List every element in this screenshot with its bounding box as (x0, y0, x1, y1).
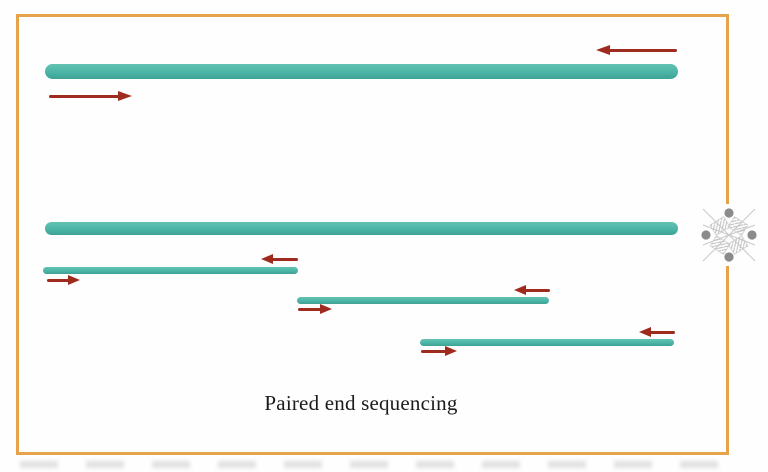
cluster-crystal-icon (700, 204, 758, 266)
arrow-shaft (421, 349, 448, 353)
forward-read-arrow-segment-1 (47, 275, 80, 285)
arrow-shaft (648, 330, 675, 334)
reverse-read-arrow-segment-1 (261, 254, 298, 264)
genomic-dna-fragment-middle (45, 222, 678, 235)
arrow-shaft (298, 307, 323, 311)
forward-read-arrow-top (49, 91, 132, 102)
arrow-shaft (605, 49, 677, 52)
arrowhead-left-icon (261, 254, 273, 264)
genomic-dna-fragment-top (45, 64, 678, 79)
paired-end-segment-2 (297, 297, 549, 304)
arrowhead-left-icon (639, 327, 651, 337)
arrow-shaft (47, 278, 71, 282)
arrowhead-left-icon (514, 285, 526, 295)
forward-read-arrow-segment-2 (298, 304, 332, 314)
paired-end-segment-1 (43, 267, 298, 274)
arrowhead-right-icon (445, 346, 457, 356)
paired-end-segment-3 (420, 339, 674, 346)
arrowhead-left-icon (596, 45, 610, 55)
reverse-read-arrow-segment-3 (639, 327, 675, 337)
arrow-shaft (270, 257, 298, 261)
arrow-shaft (523, 288, 550, 292)
arrow-shaft (49, 95, 123, 98)
bottom-scan-artifact (20, 461, 726, 468)
arrowhead-right-icon (118, 91, 132, 101)
reverse-read-arrow-top (596, 45, 677, 56)
arrowhead-right-icon (320, 304, 332, 314)
forward-read-arrow-segment-3 (421, 346, 457, 356)
figure-caption: Paired end sequencing (264, 391, 458, 415)
reverse-read-arrow-segment-2 (514, 285, 550, 295)
arrowhead-right-icon (68, 275, 80, 285)
